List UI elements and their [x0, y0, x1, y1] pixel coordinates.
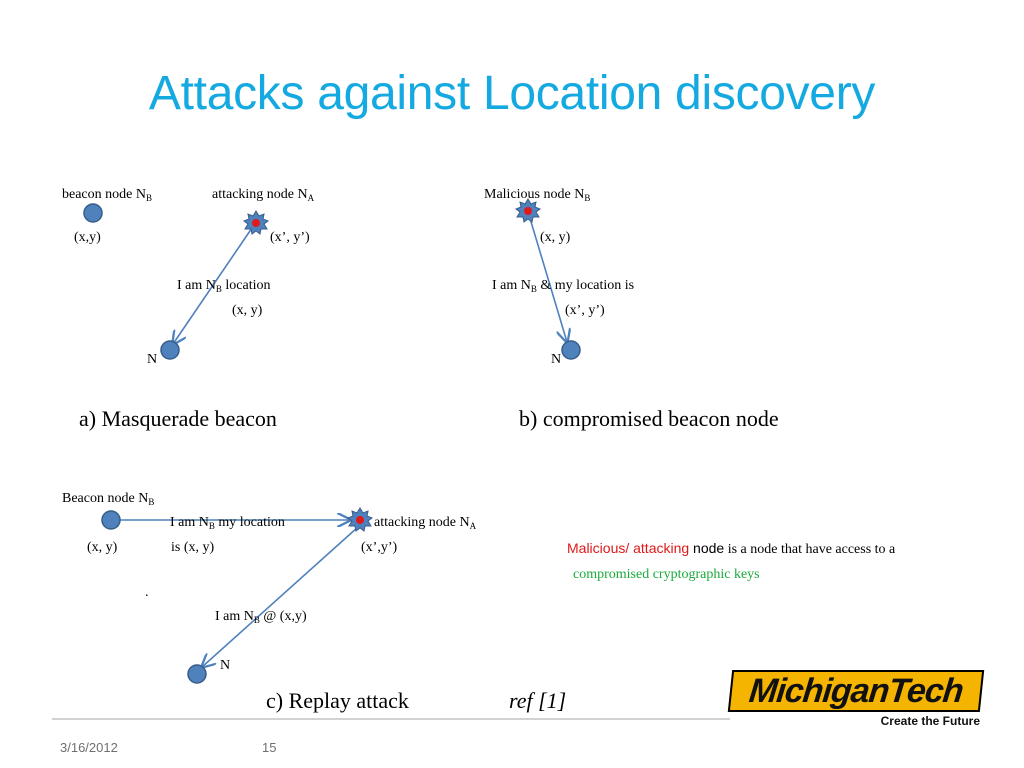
- arrow-c-attacker-to-node: [202, 526, 359, 667]
- node-b-icon: [561, 340, 581, 360]
- logo-wordmark: MichiganTech: [727, 670, 985, 712]
- panel-b-message: I am NB & my location is: [492, 278, 635, 294]
- beacon-node-a-icon: [83, 203, 103, 223]
- malicious-node-b-icon: [514, 198, 542, 223]
- panel-a-message-coord: (x, y): [232, 303, 263, 318]
- panel-c-dot: .: [145, 585, 149, 600]
- node-c-icon: [187, 664, 207, 684]
- panel-a-beacon-label: beacon node NB: [62, 187, 152, 203]
- panel-a-caption: a) Masquerade beacon: [79, 406, 277, 431]
- panel-b-node-label: N: [551, 352, 562, 367]
- definition-line-2: compromised cryptographic keys: [573, 567, 760, 582]
- panel-a-attacker-label: attacking node NA: [212, 187, 315, 203]
- panel-b-malicious-label: Malicious node NB: [484, 187, 591, 203]
- attacker-node-a-icon: [242, 210, 270, 235]
- panel-c-attacker-coord: (x’,y’): [361, 540, 398, 555]
- footer-page-number: 15: [262, 740, 277, 755]
- logo-tagline: Create the Future: [880, 714, 980, 728]
- node-a-icon: [160, 340, 180, 360]
- panel-c-message-2: I am NB @ (x,y): [215, 609, 307, 625]
- panel-c-beacon-coord: (x, y): [87, 540, 118, 555]
- panel-c-node-label: N: [220, 658, 231, 673]
- panel-b-message-coord: (x’, y’): [565, 303, 605, 318]
- panel-a-attacker-coord: (x’, y’): [270, 230, 310, 245]
- panel-c-caption: c) Replay attack: [266, 688, 409, 713]
- panel-a-node-label: N: [147, 352, 158, 367]
- panel-c-attacker-label: attacking node NA: [374, 515, 477, 531]
- definition-line-1: Malicious/ attacking node is a node that…: [567, 540, 896, 557]
- panel-b-caption: b) compromised beacon node: [519, 406, 779, 431]
- panel-c-reference: ref [1]: [509, 688, 567, 713]
- beacon-node-c-icon: [101, 510, 121, 530]
- attacker-node-c-icon: [346, 507, 374, 532]
- slide-title: Attacks against Location discovery: [148, 67, 876, 120]
- panel-c-message-1: I am NB my location: [170, 515, 285, 531]
- michigan-tech-logo: MichiganTech Create the Future: [727, 670, 985, 730]
- panel-b-malicious-coord: (x, y): [540, 230, 571, 245]
- panel-a-beacon-coord: (x,y): [74, 230, 101, 245]
- arrow-a-attacker-to-node: [173, 224, 255, 344]
- panel-c-message-1-line2: is (x, y): [171, 540, 215, 555]
- arrow-b-malicious-to-node: [528, 214, 567, 342]
- panel-a-message: I am NB location: [177, 278, 271, 294]
- panel-c-beacon-label: Beacon node NB: [62, 491, 155, 507]
- footer-date: 3/16/2012: [60, 740, 118, 755]
